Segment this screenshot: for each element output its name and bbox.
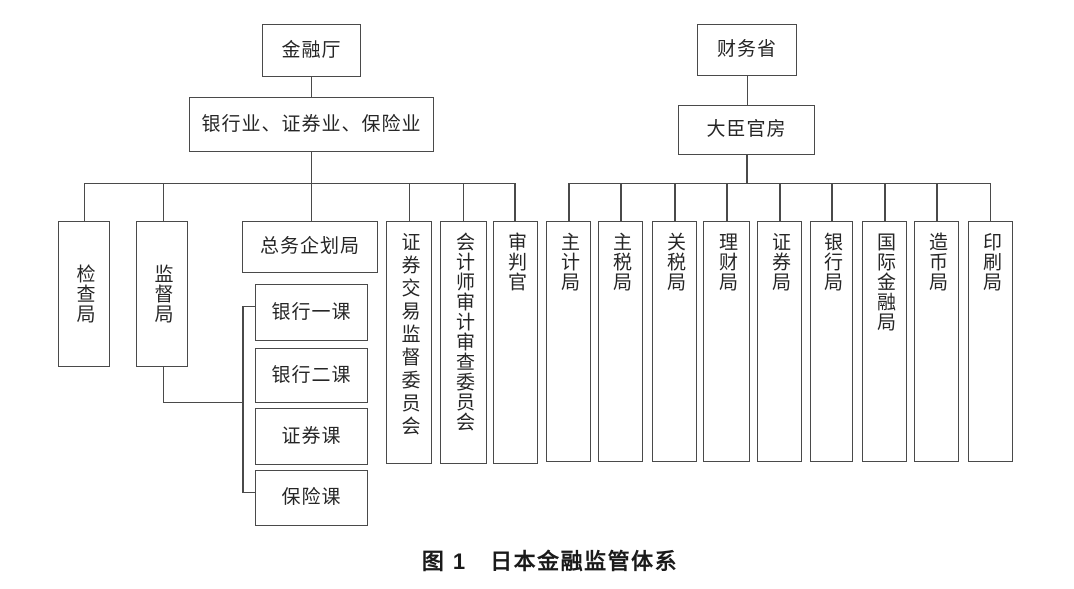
- node-cpa-audit-review-board: 会计师审计审查委员会: [440, 221, 487, 464]
- drop-securities-bureau: [779, 183, 781, 221]
- drop-inspection-bureau: [83, 183, 85, 221]
- drop-mint-bureau: [936, 183, 938, 221]
- line-supervision-feeder-h: [162, 401, 244, 403]
- drop-securities-commission: [408, 183, 410, 221]
- drop-supervision-bureau: [162, 183, 164, 221]
- drop-adjudicator: [514, 183, 516, 221]
- drop-customs-bureau: [674, 183, 676, 221]
- drop-cpa-board: [462, 183, 464, 221]
- node-inspection-bureau: 检查局: [58, 221, 110, 367]
- node-adjudicator: 审判官: [493, 221, 538, 464]
- drop-budget-bureau: [568, 183, 570, 221]
- node-insurance-division: 保险课: [255, 470, 368, 526]
- line-industries-to-planning: [310, 152, 312, 221]
- drop-banking-bureau: [831, 183, 833, 221]
- node-banking-division-2: 银行二课: [255, 348, 368, 403]
- node-tax-bureau: 主税局: [598, 221, 643, 462]
- line-supervision-feeder-v: [162, 367, 164, 403]
- node-printing-bureau: 印刷局: [968, 221, 1013, 462]
- node-securities-division: 证券课: [255, 408, 368, 465]
- stub-insurance-division: [242, 491, 256, 493]
- node-mint-bureau: 造币局: [914, 221, 959, 462]
- line-secretariat-to-bus: [746, 155, 748, 183]
- node-supervision-bureau: 监督局: [136, 221, 188, 367]
- node-international-finance-bureau: 国际金融局: [862, 221, 907, 462]
- drop-tax-bureau: [620, 183, 622, 221]
- node-customs-bureau: 关税局: [652, 221, 697, 462]
- drop-international-finance-bureau: [884, 183, 886, 221]
- node-budget-bureau: 主计局: [546, 221, 591, 462]
- node-banking-bureau: 银行局: [810, 221, 853, 462]
- node-securities-surveillance-commission: 证券交易监督委员会: [386, 221, 432, 464]
- line-left-bus: [83, 182, 516, 184]
- line-fsa-to-industries: [310, 77, 312, 97]
- line-divisions-bracket: [242, 305, 244, 493]
- node-ministers-secretariat: 大臣官房: [678, 105, 815, 155]
- stub-banking-division-1: [242, 305, 256, 307]
- figure-caption: 图 1 日本金融监管体系: [421, 549, 679, 574]
- drop-financial-bureau: [726, 183, 728, 221]
- node-securities-bureau: 证券局: [757, 221, 802, 462]
- node-mof: 财务省: [697, 24, 797, 76]
- node-industries: 银行业、证券业、保险业: [189, 97, 434, 152]
- node-general-planning-bureau: 总务企划局: [242, 221, 378, 273]
- drop-printing-bureau: [989, 183, 991, 221]
- node-banking-division-1: 银行一课: [255, 284, 368, 341]
- node-financial-bureau: 理财局: [703, 221, 750, 462]
- node-fsa: 金融厅: [262, 24, 361, 77]
- line-mof-to-secretariat: [746, 76, 748, 105]
